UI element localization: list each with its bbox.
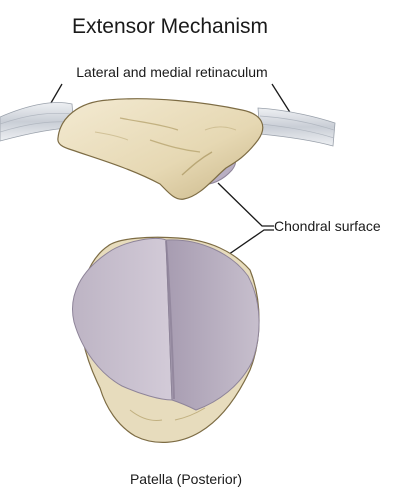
figure-caption: Patella (Posterior) [130, 471, 242, 487]
chondral-label: Chondral surface [274, 218, 381, 234]
figure-title: Extensor Mechanism [72, 15, 268, 38]
chondral-leader-upper [217, 182, 274, 227]
patella-posterior-view [72, 236, 260, 443]
patella-side-view [57, 98, 264, 200]
retinaculum-label: Lateral and medial retinaculum [76, 64, 267, 80]
retinaculum-band [0, 102, 336, 147]
